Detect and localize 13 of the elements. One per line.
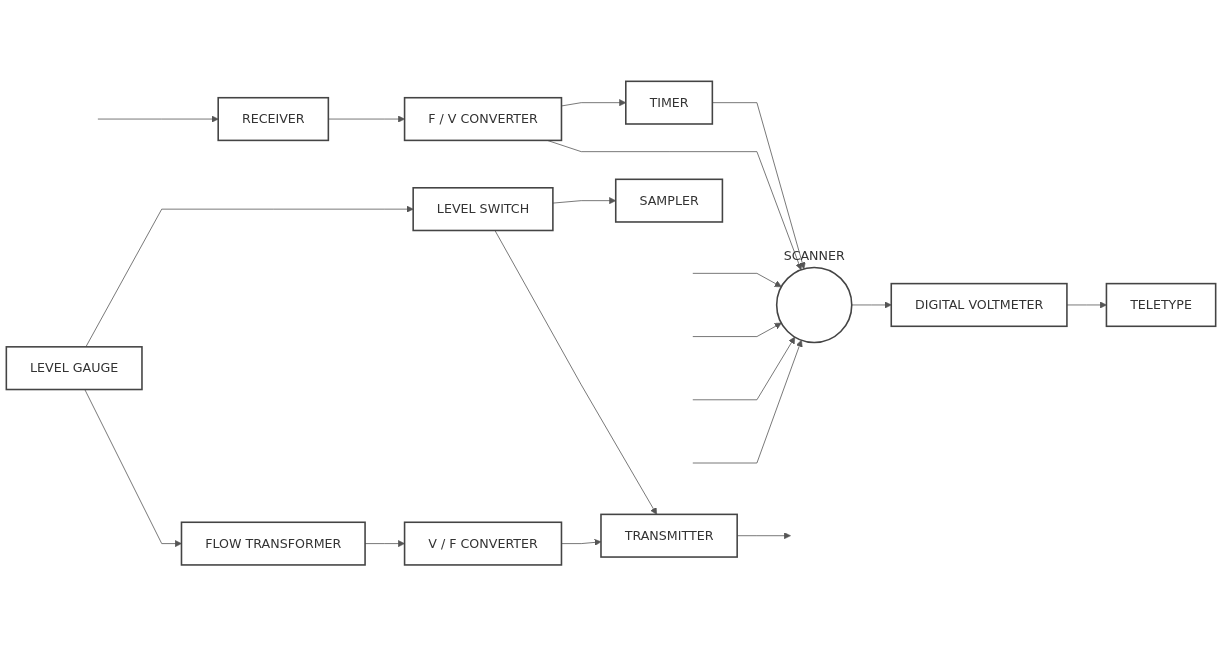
node-box: F / V CONVERTER bbox=[403, 97, 563, 142]
node-caption: SCANNER bbox=[783, 247, 845, 263]
node-box: RECEIVER bbox=[217, 97, 330, 142]
node-box: TIMER bbox=[625, 80, 714, 126]
node-box: V / F CONVERTER bbox=[403, 521, 563, 567]
node-box: FLOW TRANSFORMER bbox=[180, 521, 366, 567]
node-box: LEVEL SWITCH bbox=[412, 187, 554, 232]
node-box: TRANSMITTER bbox=[600, 513, 738, 559]
node-box: LEVEL GAUGE bbox=[5, 346, 143, 391]
node-box: DIGITAL VOLTMETER bbox=[890, 283, 1068, 328]
node-circle bbox=[775, 267, 853, 344]
node-box: TELETYPE bbox=[1105, 283, 1217, 328]
node-box: SAMPLER bbox=[614, 178, 724, 224]
